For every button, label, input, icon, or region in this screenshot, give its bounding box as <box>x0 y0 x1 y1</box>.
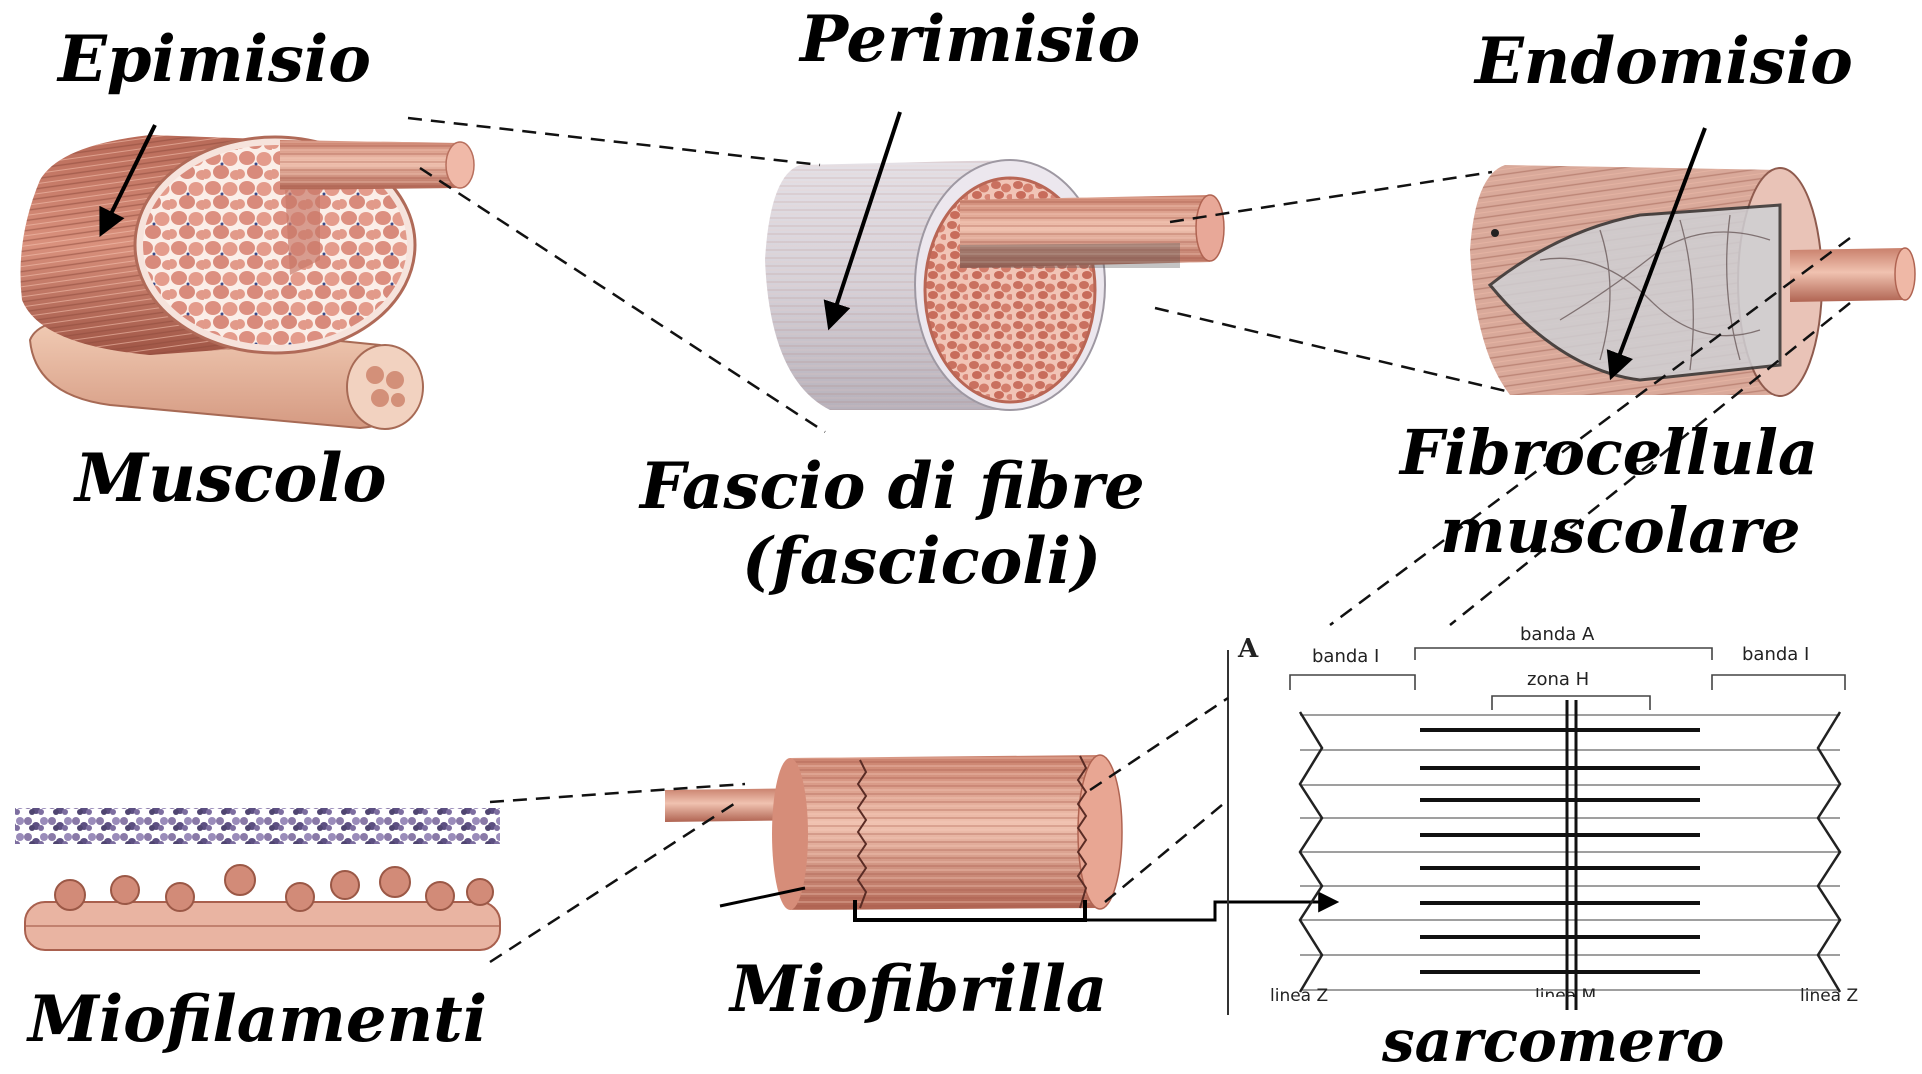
label-miofibrilla: Miofibrilla <box>730 958 1107 1022</box>
label-endomisio: Endomisio <box>1475 30 1853 94</box>
label-banda-i-right: banda I <box>1742 646 1809 664</box>
label-banda-a: banda A <box>1520 626 1594 644</box>
label-sarcomero: sarcomero <box>1382 1012 1724 1070</box>
muscle-illustration <box>20 135 474 429</box>
myofilaments-illustration <box>15 808 500 950</box>
myofibril-illustration <box>665 755 1335 920</box>
label-perimisio: Perimisio <box>800 8 1140 72</box>
label-linea-m: linea M <box>1535 988 1596 997</box>
label-miofilamenti: Miofilamenti <box>28 988 487 1052</box>
label-fascio-line2: (fascicoli) <box>742 530 1101 594</box>
label-fibrocellula-line1: Fibrocellula <box>1400 422 1818 484</box>
label-epimisio: Epimisio <box>58 28 371 92</box>
label-fibrocellula-line2: muscolare <box>1440 500 1801 562</box>
label-banda-i-left: banda I <box>1312 648 1379 666</box>
sarcomere-panel-letter: A <box>1238 636 1258 662</box>
label-zona-h: zona H <box>1527 671 1589 689</box>
muscle-fiber-illustration <box>1470 165 1915 396</box>
label-linea-z-left: linea Z <box>1270 988 1328 1005</box>
label-linea-z-right: linea Z <box>1800 988 1858 1005</box>
label-muscolo: Muscolo <box>75 445 387 511</box>
fascicle-illustration <box>765 160 1224 410</box>
sarcomere-diagram <box>1228 648 1845 1015</box>
label-fascio-line1: Fascio di fibre <box>640 455 1145 519</box>
